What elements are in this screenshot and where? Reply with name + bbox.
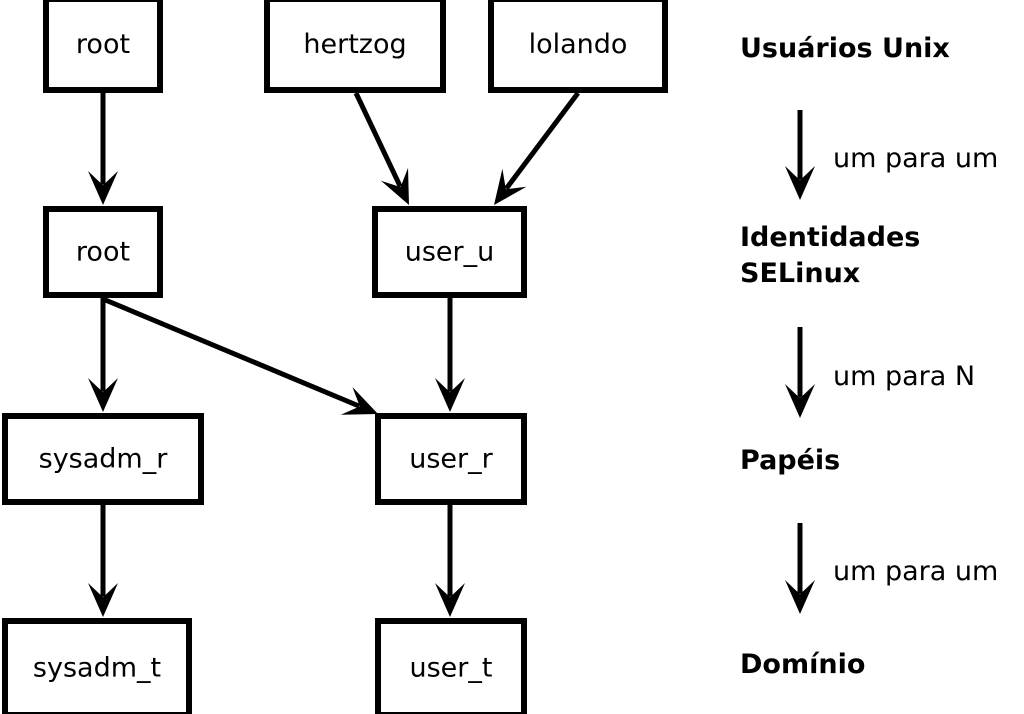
- arrow-head-icon: [380, 167, 409, 205]
- arrow-head-icon: [88, 378, 118, 412]
- edge-sel_user_u-to-role_user: [435, 298, 465, 412]
- node-unix_hertzog[interactable]: hertzog: [264, 0, 446, 93]
- legend-arrow-1: um para um: [785, 110, 998, 200]
- node-label: root: [76, 29, 130, 60]
- node-box: [488, 0, 668, 93]
- legend-arrow-label: um para um: [833, 556, 998, 587]
- edge-role_sysadm-to-dom_sysadm: [88, 505, 118, 617]
- stage-unix-users: Usuários Unix: [740, 33, 950, 64]
- node-box: [2, 413, 204, 505]
- node-dom_sysadm[interactable]: sysadm_t: [2, 618, 192, 714]
- node-label: root: [76, 237, 130, 268]
- arrow-head-icon: [88, 583, 118, 617]
- legend-stage-line: SELinux: [740, 258, 860, 289]
- node-label: user_u: [405, 237, 495, 268]
- node-label: lolando: [529, 29, 628, 60]
- legend-stage-line: Identidades: [740, 222, 920, 253]
- edge-line: [102, 296, 361, 409]
- legend-arrows-layer: um para um um para N um para um: [785, 110, 998, 614]
- node-label: sysadm_r: [39, 444, 169, 475]
- node-box: [43, 0, 163, 93]
- node-box: [375, 618, 527, 714]
- node-role_sysadm[interactable]: sysadm_r: [2, 413, 204, 505]
- legend-stage-line: Domínio: [740, 649, 865, 680]
- arrow-head-icon: [494, 168, 527, 205]
- edge-unix_root-to-sel_root: [88, 93, 118, 205]
- node-label: user_r: [409, 444, 493, 475]
- edge-unix_lolando-to-sel_user_u: [494, 91, 580, 205]
- edge-sel_root-to-role_sysadm: [88, 298, 118, 412]
- node-unix_root[interactable]: root: [43, 0, 163, 93]
- arrow-head-icon: [785, 580, 815, 614]
- arrow-head-icon: [340, 387, 378, 415]
- edge-line: [353, 91, 403, 188]
- edge-role_user-to-dom_user: [435, 505, 465, 617]
- edge-line: [504, 91, 580, 191]
- legend-arrow-label: um para um: [833, 143, 998, 174]
- legend-stage-line: Papéis: [740, 445, 840, 476]
- stage-domains: Domínio: [740, 649, 865, 680]
- node-box: [372, 206, 527, 298]
- stage-roles: Papéis: [740, 445, 840, 476]
- edge-unix_hertzog-to-sel_user_u: [353, 91, 409, 205]
- legend-stage-line: Usuários Unix: [740, 33, 950, 64]
- node-unix_lolando[interactable]: lolando: [488, 0, 668, 93]
- node-box: [264, 0, 446, 93]
- node-label: sysadm_t: [33, 653, 161, 684]
- arrow-head-icon: [785, 384, 815, 418]
- node-sel_root[interactable]: root: [43, 206, 163, 298]
- node-label: hertzog: [303, 29, 406, 60]
- arrow-head-icon: [435, 378, 465, 412]
- arrow-head-icon: [785, 166, 815, 200]
- node-box: [375, 413, 527, 505]
- legend-arrow-3: um para um: [785, 523, 998, 614]
- node-sel_user_u[interactable]: user_u: [372, 206, 527, 298]
- node-role_user[interactable]: user_r: [375, 413, 527, 505]
- node-box: [2, 618, 192, 714]
- arrow-head-icon: [88, 171, 118, 205]
- node-label: user_t: [410, 653, 493, 684]
- edges-layer: [88, 91, 580, 617]
- node-dom_user[interactable]: user_t: [375, 618, 527, 714]
- legend-arrow-label: um para N: [833, 361, 975, 392]
- node-box: [43, 206, 163, 298]
- legend-arrow-2: um para N: [785, 327, 975, 418]
- arrow-head-icon: [435, 583, 465, 617]
- edge-sel_root-to-role_user: [102, 296, 378, 415]
